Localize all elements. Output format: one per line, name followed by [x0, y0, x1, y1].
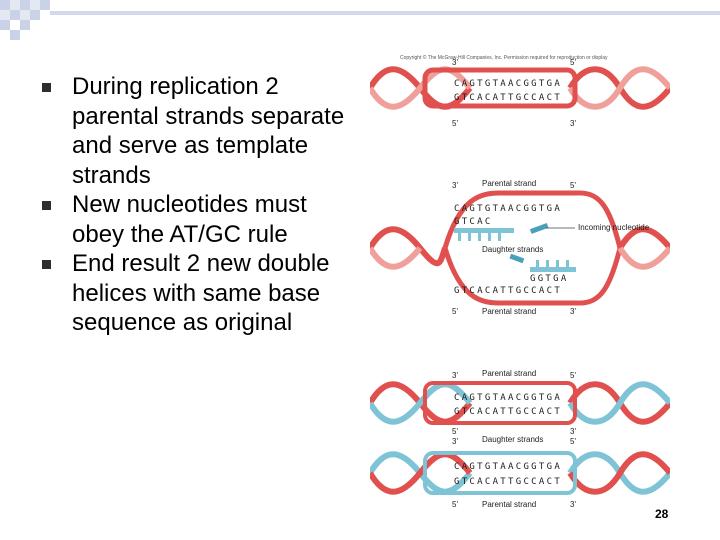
prime-3-label: 3' — [570, 427, 576, 436]
dna-replication-figure: Copyright © The McGraw-Hill Companies, I… — [370, 54, 670, 509]
sequence-bottom: GTCACATTGCCACT — [454, 477, 562, 487]
prime-5-label: 5' — [570, 371, 576, 380]
daughter-sequence-bottom: GGTGA — [530, 274, 569, 284]
prime-3-label: 3' — [452, 437, 458, 446]
corner-decoration — [0, 0, 720, 40]
bullet-square-icon — [42, 83, 51, 92]
top-double-helix: 3' 5' CAGTGTAACGGTGA GTCACATTGCCACT 5' 3… — [370, 58, 670, 128]
prime-5-label: 5' — [452, 500, 458, 509]
bullet-item: End result 2 new double helices with sam… — [40, 249, 360, 338]
daughter-helix-1: 3' Parental strand 5' CAGTGTAACGGTGA GTC… — [370, 369, 670, 446]
daughter-sequence-top: GTCAC — [454, 217, 493, 227]
sequence-bottom: GTCACATTGCCACT — [454, 286, 562, 296]
replication-bubble: 3' Parental strand 5' CAGTGTAACGGTGA GTC… — [370, 179, 670, 316]
bullet-text: End result 2 new double helices with sam… — [72, 250, 330, 336]
parental-strand-label: Parental strand — [482, 500, 536, 509]
sequence-top: CAGTGTAACGGTGA — [454, 204, 562, 214]
prime-3-label: 3' — [452, 58, 458, 67]
daughter-helix-2: CAGTGTAACGGTGA GTCACATTGCCACT 5' Parenta… — [370, 451, 670, 509]
bullet-text: New nucleotides must obey the AT/GC rule — [72, 191, 307, 248]
bullet-item: New nucleotides must obey the AT/GC rule — [40, 190, 360, 249]
bullet-square-icon — [42, 260, 51, 269]
sequence-top: CAGTGTAACGGTGA — [454, 462, 562, 472]
bullet-square-icon — [42, 201, 51, 210]
prime-3-label: 3' — [452, 181, 458, 190]
prime-5-label: 5' — [570, 181, 576, 190]
parental-strand-label-bottom: Parental strand — [482, 307, 536, 316]
bullet-item: During replication 2 parental strands se… — [40, 72, 360, 190]
page-number: 28 — [655, 507, 669, 521]
prime-3-label: 3' — [570, 119, 576, 128]
prime-5-label: 5' — [452, 119, 458, 128]
prime-5-label: 5' — [570, 437, 576, 446]
prime-3-label: 3' — [570, 500, 576, 509]
bullet-list: During replication 2 parental strands se… — [40, 72, 360, 338]
daughter-strands-label: Daughter strands — [482, 245, 543, 254]
sequence-bottom: GTCACATTGCCACT — [454, 407, 562, 417]
sequence-bottom: GTCACATTGCCACT — [454, 93, 562, 103]
parental-strand-label: Parental strand — [482, 369, 536, 378]
prime-3-label: 3' — [452, 371, 458, 380]
incoming-nucleotide-label: Incoming nucleotide — [578, 223, 650, 232]
sequence-top: CAGTGTAACGGTGA — [454, 393, 562, 403]
prime-5-label: 5' — [452, 307, 458, 316]
daughter-strands-label: Daughter strands — [482, 435, 543, 444]
parental-strand-label: Parental strand — [482, 179, 536, 188]
prime-5-label: 5' — [452, 427, 458, 436]
prime-3-label: 3' — [570, 307, 576, 316]
bullet-text: During replication 2 parental strands se… — [72, 73, 345, 189]
prime-5-label: 5' — [570, 58, 576, 67]
copyright-notice: Copyright © The McGraw-Hill Companies, I… — [400, 54, 608, 61]
sequence-top: CAGTGTAACGGTGA — [454, 79, 562, 89]
